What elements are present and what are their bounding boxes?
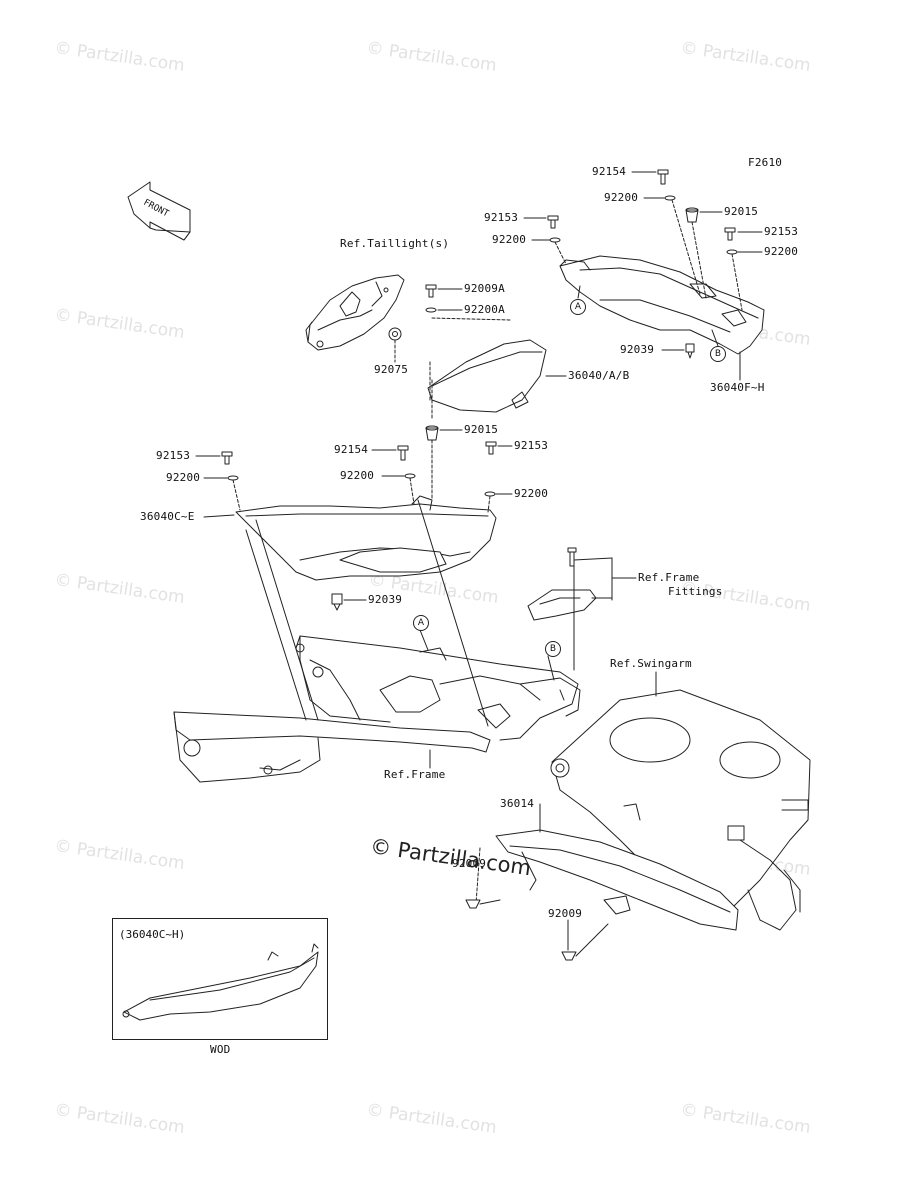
inset-part-36040ch (122, 943, 319, 1021)
callout-a-frame: A (413, 615, 429, 631)
label-92200-m2: 92200 (514, 487, 549, 500)
diagram-code: F2610 (748, 156, 783, 169)
label-92200a: 92200A (464, 303, 505, 316)
inset-title: (36040C~H) (119, 928, 186, 941)
inset-caption: WOD (210, 1043, 231, 1056)
label-36040fh: 36040F~H (710, 381, 765, 394)
chain-guard-36014 (495, 803, 739, 931)
label-92200-ml: 92200 (492, 233, 527, 246)
label-92015-m: 92015 (464, 423, 499, 436)
label-92075: 92075 (374, 363, 409, 376)
swingarm-ref (550, 689, 811, 931)
label-92154-top: 92154 (592, 165, 627, 178)
frame-fittings-ref (527, 547, 597, 621)
screw-92009a (425, 284, 437, 313)
label-92200-top: 92200 (604, 191, 639, 204)
collar-92015-top (685, 207, 699, 223)
screw-92154-m (397, 445, 409, 461)
front-arrow-icon: FRONT (127, 181, 191, 241)
callout-b-frame: B (545, 641, 561, 657)
grommet-92075 (388, 327, 402, 341)
screw-92153-tr (724, 227, 736, 241)
label-ref-taillight: Ref.Taillight(s) (340, 237, 450, 250)
clip-92039-r (685, 343, 695, 359)
side-cover-36040fh (559, 255, 765, 355)
screw-92153-m (485, 441, 497, 455)
callout-b-top: B (710, 346, 726, 362)
label-92039-r: 92039 (620, 343, 655, 356)
label-ref-frame-fittings: Ref.Frame (638, 571, 700, 584)
upper-cover-36040 (427, 339, 547, 413)
side-cover-36040ce (235, 495, 497, 581)
callout-a-top: A (570, 299, 586, 315)
bolt-92009-b (561, 923, 609, 961)
bolt-92009-a (465, 899, 501, 909)
label-92154-m: 92154 (334, 443, 369, 456)
label-ref-frame: Ref.Frame (384, 768, 446, 781)
label-92009-b: 92009 (548, 907, 583, 920)
screw-92154-top (657, 169, 669, 185)
inset-box: (36040C~H) (112, 918, 328, 1040)
label-92200-m: 92200 (340, 469, 375, 482)
screw-92153-ml (547, 215, 559, 229)
label-92009-a: 92009 (452, 857, 487, 870)
label-92039-m: 92039 (368, 593, 403, 606)
taillight-ref (305, 274, 405, 351)
washer-92200-tr (726, 249, 738, 255)
label-92015-top: 92015 (724, 205, 759, 218)
label-36040ab: 36040/A/B (568, 369, 630, 382)
label-36014: 36014 (500, 797, 535, 810)
label-ref-swingarm: Ref.Swingarm (610, 657, 692, 670)
label-ref-frame-fittings-2: Fittings (668, 585, 723, 598)
collar-92015-m (425, 425, 439, 441)
label-92200-tr: 92200 (764, 245, 799, 258)
label-92009a: 92009A (464, 282, 505, 295)
label-92153-m: 92153 (514, 439, 549, 452)
label-92153-tr: 92153 (764, 225, 799, 238)
label-92153-l: 92153 (156, 449, 191, 462)
label-92153-ml: 92153 (484, 211, 519, 224)
washer-92200-top (664, 195, 676, 201)
clip-92039-m (331, 593, 343, 611)
frame-ref (173, 635, 581, 783)
label-92200-l: 92200 (166, 471, 201, 484)
screw-92153-l (221, 451, 233, 465)
label-36040ce: 36040C~E (140, 510, 195, 523)
